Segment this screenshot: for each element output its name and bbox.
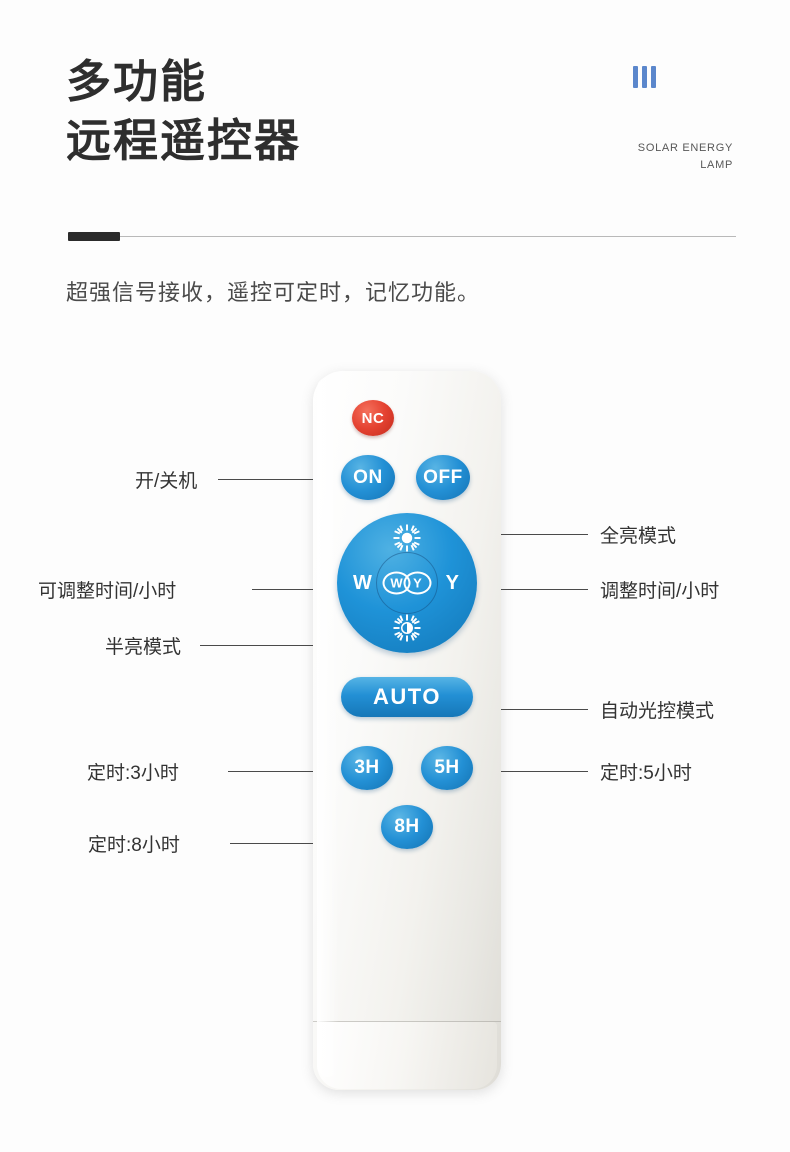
auto-button[interactable]: AUTO	[341, 677, 473, 717]
callout-auto-light: 自动光控模式	[600, 701, 715, 722]
brand-logo: SOLAR ENERGY LAMP	[550, 66, 735, 174]
dpad-inner-ring[interactable]	[376, 552, 438, 614]
leader-line-auto-light	[470, 709, 588, 710]
leader-line-full-bright	[420, 534, 588, 535]
nc-button[interactable]: NC	[352, 400, 394, 436]
full-brightness-sun-icon[interactable]	[392, 523, 422, 553]
callout-adjustable-time: 可调整时间/小时	[38, 581, 177, 602]
dpad-control[interactable]: W Y W Y	[337, 513, 477, 653]
callout-timer-8h: 定时:8小时	[88, 835, 180, 856]
brand-name: SOLAR ENERGY LAMP	[550, 140, 735, 174]
brand-bars-icon	[554, 66, 735, 88]
page-title: 多功能 远程遥控器	[66, 52, 486, 171]
title-line-1: 多功能	[66, 56, 208, 107]
callout-half-bright: 半亮模式	[105, 637, 182, 658]
timer-3h-button[interactable]: 3H	[341, 746, 393, 790]
wy-center-logo[interactable]: W Y	[382, 571, 432, 595]
timer-5h-button[interactable]: 5H	[421, 746, 473, 790]
leader-line-power	[218, 479, 398, 480]
leader-line-adjust-time	[436, 589, 588, 590]
timer-8h-button[interactable]: 8H	[381, 805, 433, 849]
leader-line-timer-3h	[228, 771, 348, 772]
dpad-y-label[interactable]: Y	[445, 572, 459, 594]
callout-timer-3h: 定时:3小时	[87, 763, 179, 784]
remote-battery-cover	[317, 1022, 497, 1089]
on-button[interactable]: ON	[341, 455, 395, 500]
header-divider	[68, 232, 736, 241]
callout-power: 开/关机	[135, 471, 198, 492]
off-button[interactable]: OFF	[416, 455, 470, 500]
half-brightness-sun-icon[interactable]	[392, 613, 422, 643]
callout-full-bright: 全亮模式	[600, 526, 677, 547]
leader-line-half-bright	[200, 645, 395, 646]
callout-adjust-time: 调整时间/小时	[600, 581, 720, 602]
leader-line-timer-8h	[230, 843, 395, 844]
brand-name-line-1: SOLAR ENERGY	[637, 142, 733, 154]
callout-timer-5h: 定时:5小时	[600, 763, 692, 784]
remote-seam	[313, 1021, 501, 1022]
dpad-w-label[interactable]: W	[353, 572, 372, 594]
wy-circle-y: Y	[403, 571, 432, 595]
title-line-2: 远程遥控器	[66, 115, 302, 167]
remote-control-body: NC ON OFF	[313, 371, 501, 1090]
brand-name-line-2: LAMP	[700, 159, 733, 172]
leader-line-timer-5h	[466, 771, 588, 772]
page-subtitle: 超强信号接收，遥控可定时，记忆功能。	[66, 280, 481, 305]
